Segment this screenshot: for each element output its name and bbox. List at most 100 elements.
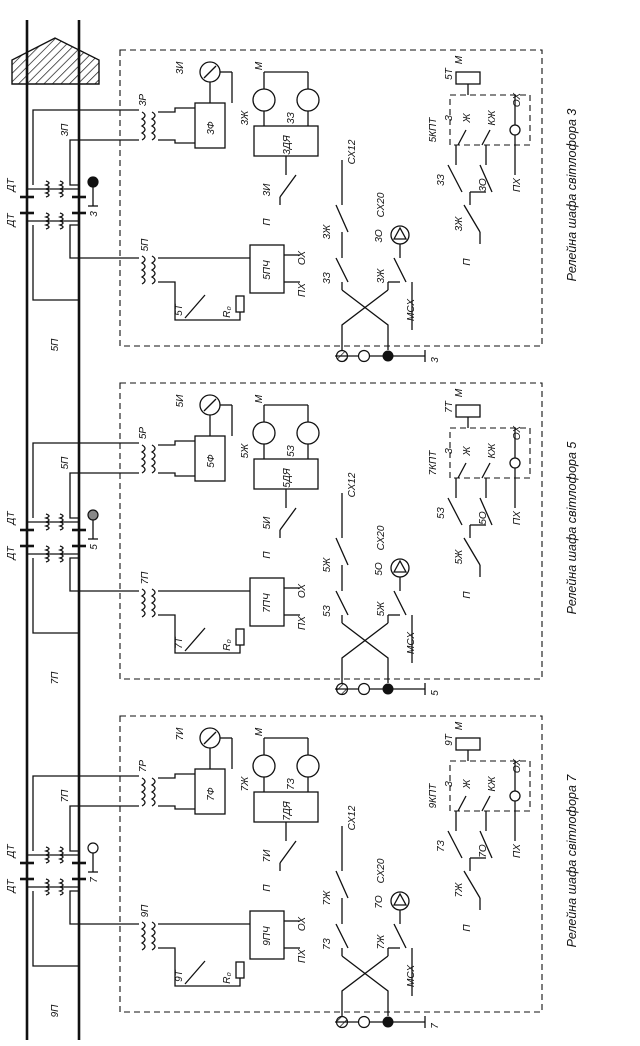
- pulse-contact-label: 5Т: [174, 303, 185, 316]
- kptt-contact: [457, 462, 467, 479]
- pulse-contact-label: 7Т: [174, 636, 185, 649]
- kptt-contact: [481, 795, 491, 812]
- lamp-i-label: 3И: [175, 61, 186, 75]
- track-feed-wire: [69, 224, 139, 259]
- signal-number: 5: [89, 544, 100, 550]
- track-feed-wire: [69, 472, 139, 519]
- meter-needle: [203, 398, 217, 412]
- cross-wire: [341, 289, 389, 350]
- ox-label: ОХ: [297, 251, 308, 265]
- route-transformer: [140, 777, 146, 807]
- terminal-open-icon: [357, 682, 371, 696]
- kptt-kzh-label: КЖ: [487, 443, 498, 459]
- terminal-hatched-icon: [335, 1015, 349, 1029]
- pulse-relay-box: [249, 577, 285, 627]
- contact-zh2: [393, 923, 407, 949]
- signal-number: 3: [89, 211, 100, 217]
- signal-head-icon: [87, 509, 99, 521]
- kptt-px-label: ПХ: [512, 511, 523, 525]
- pulse-relay-label: 5ПЧ: [262, 260, 273, 280]
- contact-zh: [335, 870, 349, 899]
- contact-g-label: 5З: [436, 507, 447, 519]
- control-relay-label: 5ДЯ: [282, 468, 293, 488]
- kt-relay-box: [455, 404, 481, 418]
- o-label: 5О: [374, 562, 385, 576]
- track-feed-wire: [69, 890, 139, 925]
- route-relay-label: 7Р: [138, 760, 149, 773]
- contact-zh2-label: 5Ж: [376, 601, 387, 617]
- cabinet-border: [119, 49, 543, 347]
- lamp-yellow-icon: [252, 754, 276, 778]
- pulse-relay-label: 9ПЧ: [262, 926, 273, 946]
- contact-z-label: 5З: [322, 605, 333, 617]
- lamp-triangle-icon: [392, 226, 408, 240]
- contact-o: [479, 497, 493, 526]
- kptt-z-label: З: [444, 448, 455, 454]
- phase-relay-label: 5Ф: [206, 454, 217, 468]
- kptt-z-label: З: [444, 781, 455, 787]
- kptt-px-label: ПХ: [512, 178, 523, 192]
- dt-label: ДТ: [6, 879, 17, 894]
- kptt-m-label: М: [454, 721, 465, 730]
- contact-zh: [335, 204, 349, 233]
- terminal-filled-icon: [382, 683, 394, 695]
- track-feed-wire: [32, 775, 139, 851]
- terminal-number: 3: [430, 357, 441, 363]
- msx-label: МСХ: [406, 965, 417, 987]
- sx20-label: СХ20: [376, 858, 387, 883]
- light-g-label: 3З: [286, 112, 297, 124]
- contact-y: [463, 204, 481, 233]
- track-label-lower: 5П: [50, 338, 61, 352]
- kptt-p-label: П: [462, 258, 473, 266]
- terminal-filled-icon: [382, 1016, 394, 1028]
- msx-label: МСХ: [406, 632, 417, 654]
- sx12-label: СХ12: [347, 805, 358, 830]
- kptt-m-label: М: [454, 388, 465, 397]
- kptt-kzh-label: КЖ: [487, 776, 498, 792]
- cross-wire: [341, 955, 389, 1016]
- kptt-ox-label: ОХ: [512, 93, 523, 107]
- terminal-hatched-icon: [335, 682, 349, 696]
- kptt-zh-label: Ж: [462, 779, 473, 790]
- phase-relay-label: 3Ф: [206, 121, 217, 135]
- route-transformer: [140, 444, 146, 474]
- px-label: ПХ: [297, 616, 308, 630]
- terminal-number: 7: [430, 1023, 441, 1029]
- route-transformer: [150, 111, 156, 141]
- kptt-box: [449, 427, 531, 479]
- wire: [158, 440, 195, 446]
- lamp-i-label: 5И: [175, 394, 186, 408]
- kt-label: 9Т: [444, 733, 455, 746]
- contact-o: [479, 164, 493, 193]
- p-label: П: [262, 884, 273, 892]
- kptt-z-label: З: [444, 115, 455, 121]
- pulse-transformer: [140, 921, 146, 951]
- ox-label: ОХ: [297, 584, 308, 598]
- track-label: 5П: [60, 456, 71, 470]
- contact-y: [463, 870, 481, 899]
- contact-label: 7И: [262, 849, 273, 863]
- terminal-open-icon: [357, 349, 371, 363]
- cabinet-border: [119, 715, 543, 1013]
- cross-wire: [341, 622, 389, 683]
- contact-g-label: 7З: [436, 840, 447, 852]
- kptt-zh-label: Ж: [462, 113, 473, 124]
- pulse-relay-label: 7ПЧ: [262, 593, 273, 613]
- contact-zh: [335, 537, 349, 566]
- kptt-label: 9КПТ: [428, 783, 439, 809]
- kptt-m-label: М: [454, 55, 465, 64]
- kptt-zh-label: Ж: [462, 446, 473, 457]
- light-g-label: 7З: [286, 778, 297, 790]
- sx20-label: СХ20: [376, 525, 387, 550]
- dt-label: ДТ: [6, 213, 17, 228]
- px-label: ПХ: [297, 949, 308, 963]
- contact-label: 3И: [262, 183, 273, 197]
- contact-zh2-label: 7Ж: [376, 934, 387, 950]
- pulse-transformer: [150, 588, 156, 618]
- kptt-motor-icon: [509, 790, 521, 802]
- contact-g-label: 3З: [436, 174, 447, 186]
- contact-z: [335, 590, 349, 616]
- kt-label: 7Т: [444, 400, 455, 413]
